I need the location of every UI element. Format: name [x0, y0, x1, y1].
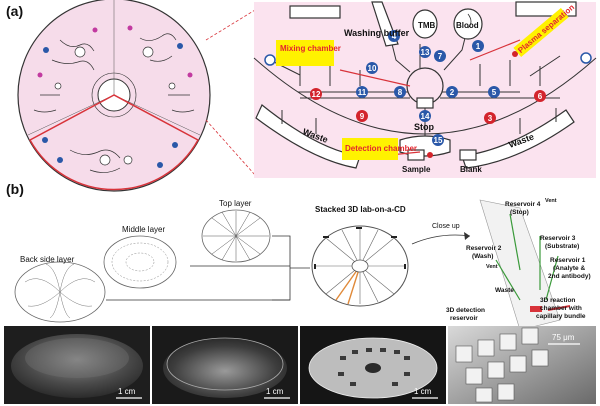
svg-text:Vent: Vent: [486, 264, 498, 270]
photo-1: 1 cm: [4, 326, 150, 404]
svg-text:3: 3: [488, 114, 493, 123]
svg-text:3D detection: 3D detection: [446, 307, 485, 314]
svg-text:10: 10: [368, 64, 377, 73]
top-layer: Top layer: [201, 199, 271, 263]
stop-label: Stop: [414, 122, 434, 132]
svg-text:Top layer: Top layer: [219, 199, 252, 208]
svg-text:Middle layer: Middle layer: [122, 225, 165, 234]
svg-text:Reservoir 3: Reservoir 3: [540, 235, 576, 242]
svg-text:Reservoir 4: Reservoir 4: [505, 201, 541, 208]
svg-text:capillary bundle: capillary bundle: [536, 313, 586, 320]
panel-a: (a): [6, 0, 597, 192]
zoom-view: 1 2 3 4 5 6 7 8 9 10 11 12 13 14 15 Wash…: [253, 1, 597, 178]
marker-13: 13: [419, 46, 431, 58]
tmb-label: TMB: [418, 21, 436, 30]
panel-a-label: (a): [6, 3, 23, 19]
svg-text:(Substrate): (Substrate): [545, 243, 579, 250]
photo-row: 1 cm 1 cm: [4, 326, 596, 404]
svg-text:1 cm: 1 cm: [266, 387, 284, 396]
panel-b: (b) Back side layer Middle layer: [4, 181, 596, 404]
svg-text:13: 13: [421, 48, 430, 57]
close-up-arrow: Close up: [411, 223, 471, 245]
washing-buffer-label: Washing buffer: [344, 28, 410, 38]
tmb-reservoir: [412, 9, 438, 39]
svg-text:Waste: Waste: [495, 287, 514, 294]
marker-11: 11: [356, 86, 368, 98]
photo-3: 1 cm: [300, 326, 446, 404]
marker-1: 1: [472, 40, 484, 52]
svg-text:reservoir: reservoir: [450, 315, 478, 322]
svg-text:4: 4: [392, 32, 397, 41]
photo-4-sem: 75 μm: [448, 326, 596, 404]
selected-sector: [28, 94, 200, 191]
svg-text:8: 8: [398, 88, 403, 97]
svg-text:11: 11: [358, 88, 367, 97]
svg-text:Vent: Vent: [545, 198, 557, 204]
svg-text:9: 9: [360, 112, 365, 121]
svg-text:1: 1: [476, 42, 481, 51]
marker-3: 3: [484, 112, 496, 124]
close-up-schematic: Reservoir 4 (Stop) Vent Reservoir 2 (Was…: [446, 198, 591, 331]
stacked-cd: Stacked 3D lab-on-a-CD: [311, 205, 409, 307]
photo-2: 1 cm: [152, 326, 298, 404]
marker-5: 5: [488, 86, 500, 98]
blank-well: [459, 149, 477, 161]
blood-reservoir: [453, 8, 483, 40]
marker-12: 12: [310, 88, 322, 100]
svg-text:Close up: Close up: [432, 223, 460, 230]
zoom-connector: [205, 9, 256, 176]
cd-disc: [17, 0, 211, 192]
svg-text:(Stop): (Stop): [510, 209, 529, 216]
svg-text:Back side layer: Back side layer: [20, 255, 75, 264]
back-side-layer: Back side layer: [14, 255, 106, 323]
svg-text:Reservoir 2: Reservoir 2: [466, 245, 502, 252]
svg-text:75 μm: 75 μm: [552, 333, 575, 342]
panel-b-label: (b): [6, 181, 24, 197]
layer-connectors: [106, 235, 310, 301]
top-left-channel: [289, 5, 341, 19]
svg-text:1 cm: 1 cm: [414, 387, 432, 396]
svg-text:3D reaction: 3D reaction: [540, 297, 575, 304]
svg-text:2: 2: [450, 88, 455, 97]
svg-text:12: 12: [312, 90, 321, 99]
svg-text:5: 5: [492, 88, 497, 97]
mixing-chamber-label: Mixing chamber: [276, 40, 341, 66]
blood-label: Blood: [456, 21, 479, 30]
svg-text:chamber with: chamber with: [540, 305, 582, 312]
marker-7: 7: [434, 50, 446, 62]
svg-text:Reservoir 1: Reservoir 1: [550, 257, 586, 264]
svg-text:Stacked 3D lab-on-a-CD: Stacked 3D lab-on-a-CD: [315, 205, 406, 214]
marker-10: 10: [366, 62, 378, 74]
marker-14: 14: [419, 110, 431, 122]
marker-2: 2: [446, 86, 458, 98]
sample-label: Sample: [402, 165, 431, 174]
blank-label: Blank: [460, 165, 482, 174]
svg-text:15: 15: [434, 136, 443, 145]
stop-valve: [416, 97, 434, 109]
svg-text:1 cm: 1 cm: [118, 387, 136, 396]
marker-9: 9: [356, 110, 368, 122]
middle-layer: Middle layer: [103, 225, 177, 289]
waste-chamber-right: [461, 109, 575, 169]
sample-well: [407, 149, 425, 161]
svg-text:(Wash): (Wash): [472, 253, 493, 260]
marker-15: 15: [432, 134, 444, 146]
svg-text:14: 14: [421, 112, 430, 121]
marker-4: 4: [388, 30, 400, 42]
svg-text:(Analyte &: (Analyte &: [553, 265, 585, 272]
svg-text:7: 7: [438, 52, 443, 61]
detection-chamber-label: Detection chamber: [342, 138, 417, 160]
marker-8: 8: [394, 86, 406, 98]
marker-6: 6: [534, 90, 546, 102]
svg-text:Mixing chamber: Mixing chamber: [280, 44, 341, 53]
svg-text:6: 6: [538, 92, 543, 101]
svg-text:2nd antibody): 2nd antibody): [548, 273, 591, 280]
svg-text:Detection chamber: Detection chamber: [345, 144, 417, 153]
